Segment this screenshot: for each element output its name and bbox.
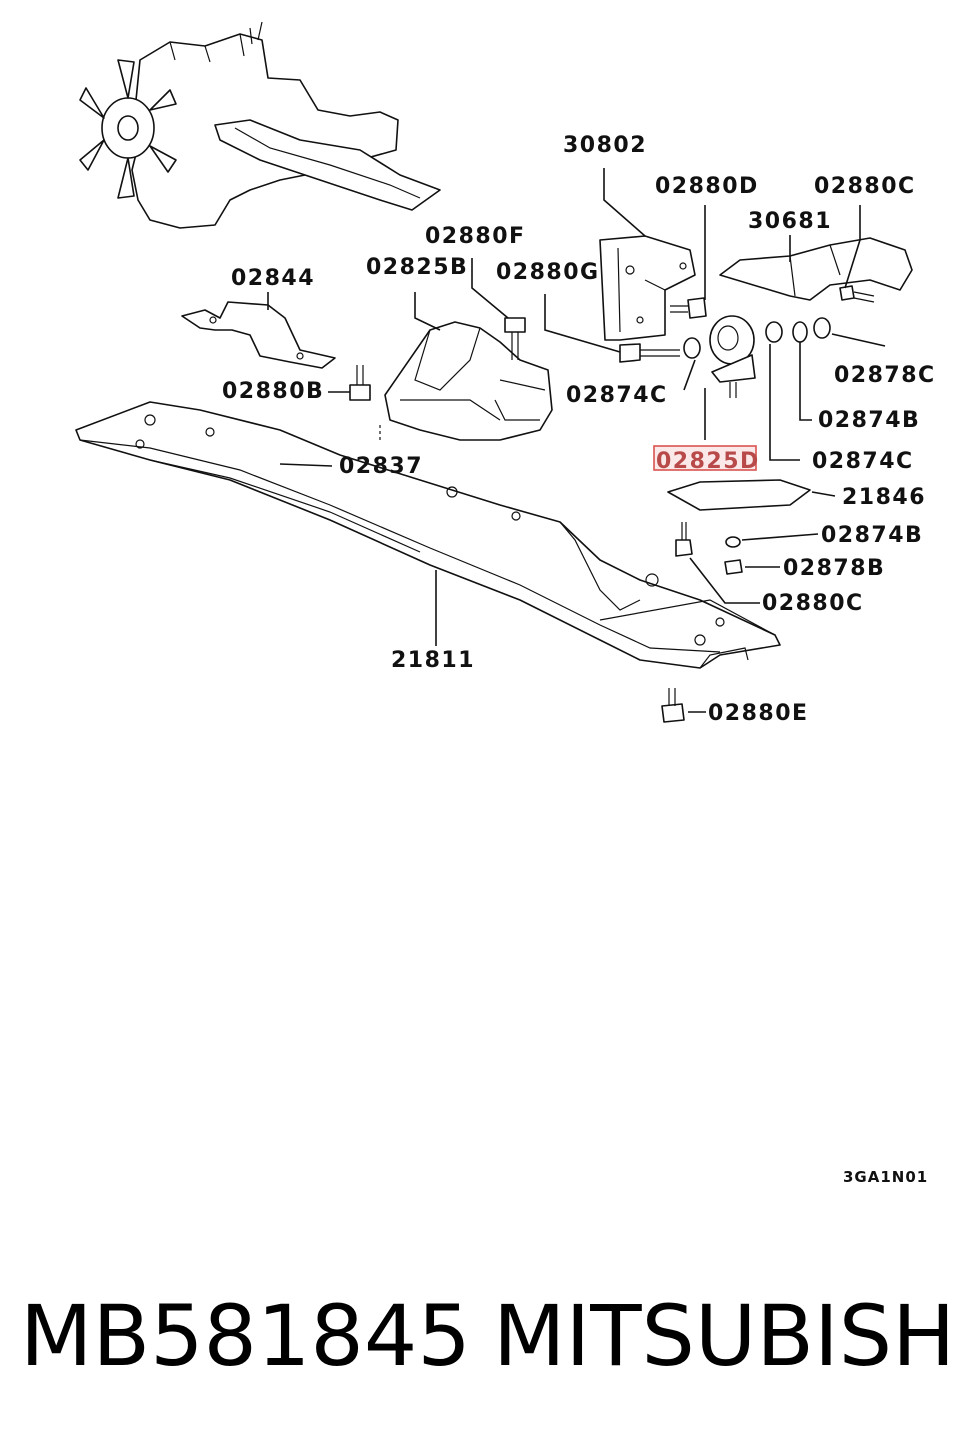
hardware [349, 285, 875, 723]
callout-02874C-right[interactable]: 02874C [812, 449, 914, 474]
part-number: MB581845 [20, 1287, 471, 1385]
crossmember-21811 [75, 401, 781, 669]
callout-02880B[interactable]: 02880B [222, 379, 324, 404]
callout-21846[interactable]: 21846 [842, 485, 926, 510]
callout-02874B-low[interactable]: 02874B [821, 523, 923, 548]
callout-02837[interactable]: 02837 [339, 454, 423, 479]
callout-02844[interactable]: 02844 [231, 266, 315, 291]
leader-lines [267, 168, 886, 713]
callout-21811[interactable]: 21811 [391, 648, 475, 673]
callout-02880G[interactable]: 02880G [496, 260, 600, 285]
callout-02880C-low[interactable]: 02880C [762, 591, 864, 616]
brand-name: MITSUBISHI [493, 1287, 960, 1385]
callout-02880C-top[interactable]: 02880C [814, 174, 916, 199]
callout-02880F[interactable]: 02880F [425, 224, 526, 249]
strap-02844 [181, 301, 336, 369]
mount-02825B [384, 321, 553, 441]
callout-02878B[interactable]: 02878B [783, 556, 885, 581]
callout-02880E[interactable]: 02880E [708, 701, 809, 726]
highlight-box [653, 445, 757, 471]
callout-30802[interactable]: 30802 [563, 133, 647, 158]
callout-02825D[interactable]: 02825D [656, 449, 760, 474]
engine-illustration [79, 21, 441, 229]
callout-02874B-top[interactable]: 02874B [818, 408, 920, 433]
callout-02878C[interactable]: 02878C [834, 363, 936, 388]
diagram-code: 3GA1N01 [843, 1168, 928, 1186]
callout-02825B[interactable]: 02825B [366, 255, 468, 280]
bracket-30681 [719, 237, 913, 301]
callout-02874C-mid[interactable]: 02874C [566, 383, 668, 408]
callout-02880D[interactable]: 02880D [655, 174, 759, 199]
callout-30681[interactable]: 30681 [748, 209, 832, 234]
bracket-30802 [599, 235, 696, 341]
callout-labels: 30802 02880D 02880C 30681 02880F 02825B … [222, 133, 936, 726]
